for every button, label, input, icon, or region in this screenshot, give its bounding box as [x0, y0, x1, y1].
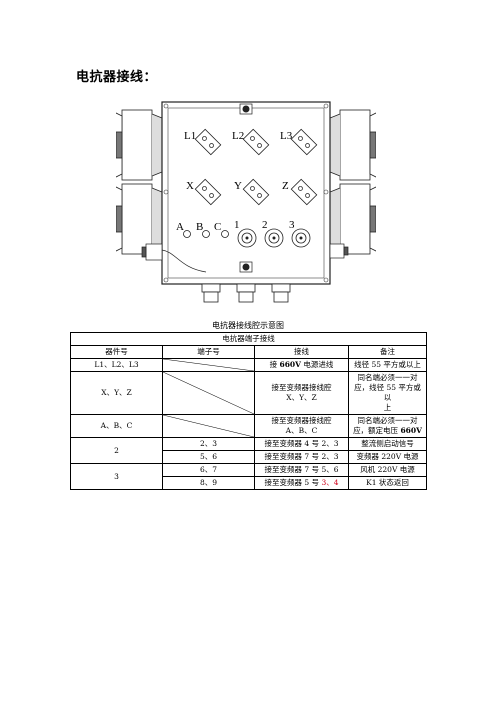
ground-stud-bottom: [239, 261, 253, 273]
label-B: B: [196, 221, 203, 233]
header-wiring: 接线: [254, 345, 349, 359]
terminal-cell-empty: [162, 414, 255, 438]
label-L2: L2: [232, 130, 244, 142]
table-row: 8、9 接至变频器 5 号 3、4 K1 状态返回: [71, 476, 427, 490]
page-title: 电抗器接线：: [76, 70, 158, 85]
left-cable-gland-top: [113, 109, 163, 181]
device-cell: A、B、C: [70, 414, 163, 438]
terminal-cell: 2、3: [162, 437, 255, 451]
table-row: 2 2、3 接至变频器 4 号 2、3 整流侧启动信号: [70, 437, 427, 464]
header-terminal: 端子号: [162, 345, 255, 359]
label-L3: L3: [280, 130, 293, 142]
note-cell: 同名端必须一一对应，额定电压 660V: [348, 414, 427, 438]
table-row: 5、6 接至变频器 7 号 2、3 变频器 220V 电源: [71, 450, 427, 464]
label-X: X: [186, 180, 194, 192]
device-cell: X、Y、Z: [70, 371, 163, 415]
bottom-cable-glands: [201, 283, 291, 303]
note-cell: 变频器 220V 电源: [348, 450, 427, 464]
terminal-wiring-table: 电抗器端子接线 器件号 端子号 接线 备注 L1、L2、L3 接 660V 电源…: [70, 332, 427, 490]
right-cable-gland-bottom: [329, 183, 379, 255]
enclosure-bolts: [163, 103, 329, 283]
wiring-cell: 接 660V 电源进线: [254, 358, 349, 372]
wiring-cell: 接至变频器 7 号 5、6: [254, 463, 349, 477]
label-Y: Y: [234, 180, 242, 192]
terminal-cell: 8、9: [162, 476, 255, 490]
note-cell: 线径 55 平方或以上: [348, 358, 427, 372]
label-2: 2: [262, 219, 268, 231]
device-cell: 3: [70, 463, 163, 490]
header-note: 备注: [348, 345, 427, 359]
ground-stud-top: [239, 103, 253, 115]
label-C: C: [214, 221, 221, 233]
right-cable-gland-top: [329, 109, 379, 181]
wiring-chamber-diagram: L1 L2 L3 X Y Z A B C 1 2 3: [113, 92, 379, 312]
label-A: A: [176, 221, 184, 233]
terminal-cell-empty: [162, 371, 255, 415]
figure-caption: 电抗器接线腔示意图: [212, 321, 284, 330]
terminal-posts-ABC: [183, 230, 229, 238]
wiring-cell: 接至变频器 5 号 3、4: [254, 476, 349, 490]
terminal-block-L: [194, 128, 318, 156]
device-cell: L1、L2、L3: [70, 358, 163, 372]
label-L1: L1: [184, 130, 196, 142]
table-header-row: 器件号 端子号 接线 备注: [70, 345, 427, 359]
wiring-cell: 接至变频器 4 号 2、3: [254, 437, 349, 451]
terminal-cell: 6、7: [162, 463, 255, 477]
terminal-cell: 5、6: [162, 450, 255, 464]
note-cell: K1 状态返回: [348, 476, 427, 490]
left-side-connector: [141, 243, 207, 273]
terminal-cell-empty: [162, 358, 255, 372]
right-side-connector: [329, 243, 349, 259]
device-cell: 2: [70, 437, 163, 464]
terminal-block-X: [194, 178, 318, 206]
note-cell: 同名端必须一一对应，线径 55 平方或以上: [348, 371, 427, 415]
label-1: 1: [234, 219, 240, 231]
label-Z: Z: [282, 180, 289, 192]
table-row: L1、L2、L3 接 660V 电源进线 线径 55 平方或以上: [70, 358, 427, 372]
header-device: 器件号: [70, 345, 163, 359]
table-row: 3 6、7 接至变频器 7 号 5、6 风机 220V 电源: [70, 463, 427, 490]
note-cell: 整流侧启动信号: [348, 437, 427, 451]
note-cell: 风机 220V 电源: [348, 463, 427, 477]
table-title: 电抗器端子接线: [70, 332, 427, 346]
label-3: 3: [289, 219, 295, 231]
left-cable-gland-bottom: [113, 183, 163, 255]
wiring-cell: 接至变频器 7 号 2、3: [254, 450, 349, 464]
